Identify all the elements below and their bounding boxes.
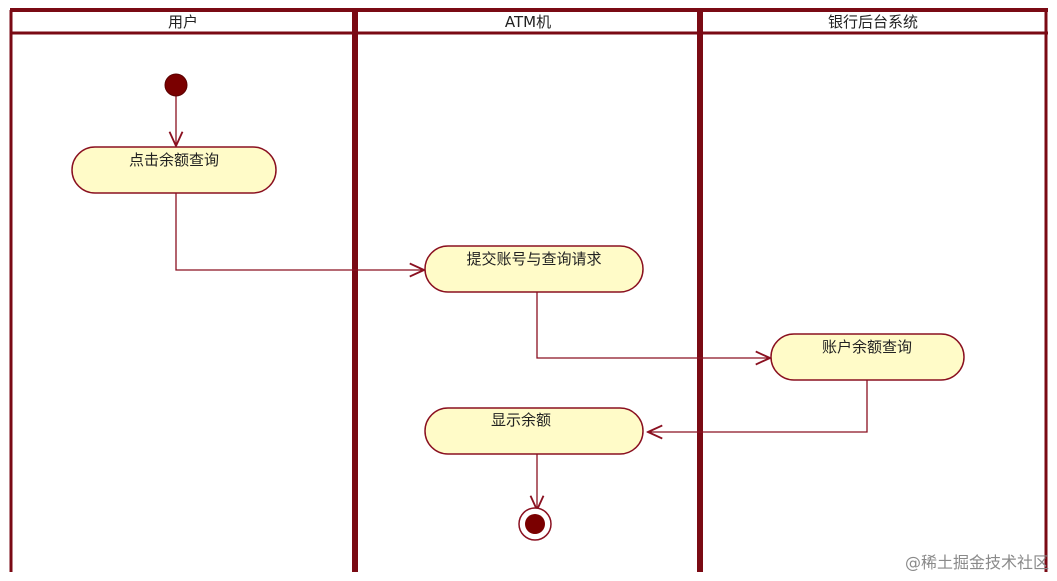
final-node xyxy=(518,507,552,541)
lane-title-user: 用户 xyxy=(168,13,198,31)
activity-account-balance-query: 账户余额查询 xyxy=(770,333,965,381)
activity-label: 点击余额查询 xyxy=(129,151,219,169)
flow-submit-to-query xyxy=(536,292,770,358)
activity-label: 账户余额查询 xyxy=(822,338,912,356)
initial-node xyxy=(164,73,188,97)
watermark: @稀土掘金技术社区 xyxy=(904,553,1049,572)
activity-display-balance: 显示余额 xyxy=(424,407,644,455)
activity-submit-account-query: 提交账号与查询请求 xyxy=(424,245,644,293)
activity-click-balance-query: 点击余额查询 xyxy=(71,146,277,194)
swimlane-frame xyxy=(9,8,1048,572)
activity-label: 提交账号与查询请求 xyxy=(466,250,601,268)
control-flows xyxy=(175,96,868,510)
flow-click-to-submit xyxy=(175,193,424,270)
lane-title-atm: ATM机 xyxy=(505,13,551,31)
lane-title-bank-backend: 银行后台系统 xyxy=(828,13,918,31)
activity-label: 显示余额 xyxy=(491,411,551,429)
flow-query-to-display xyxy=(648,380,868,432)
